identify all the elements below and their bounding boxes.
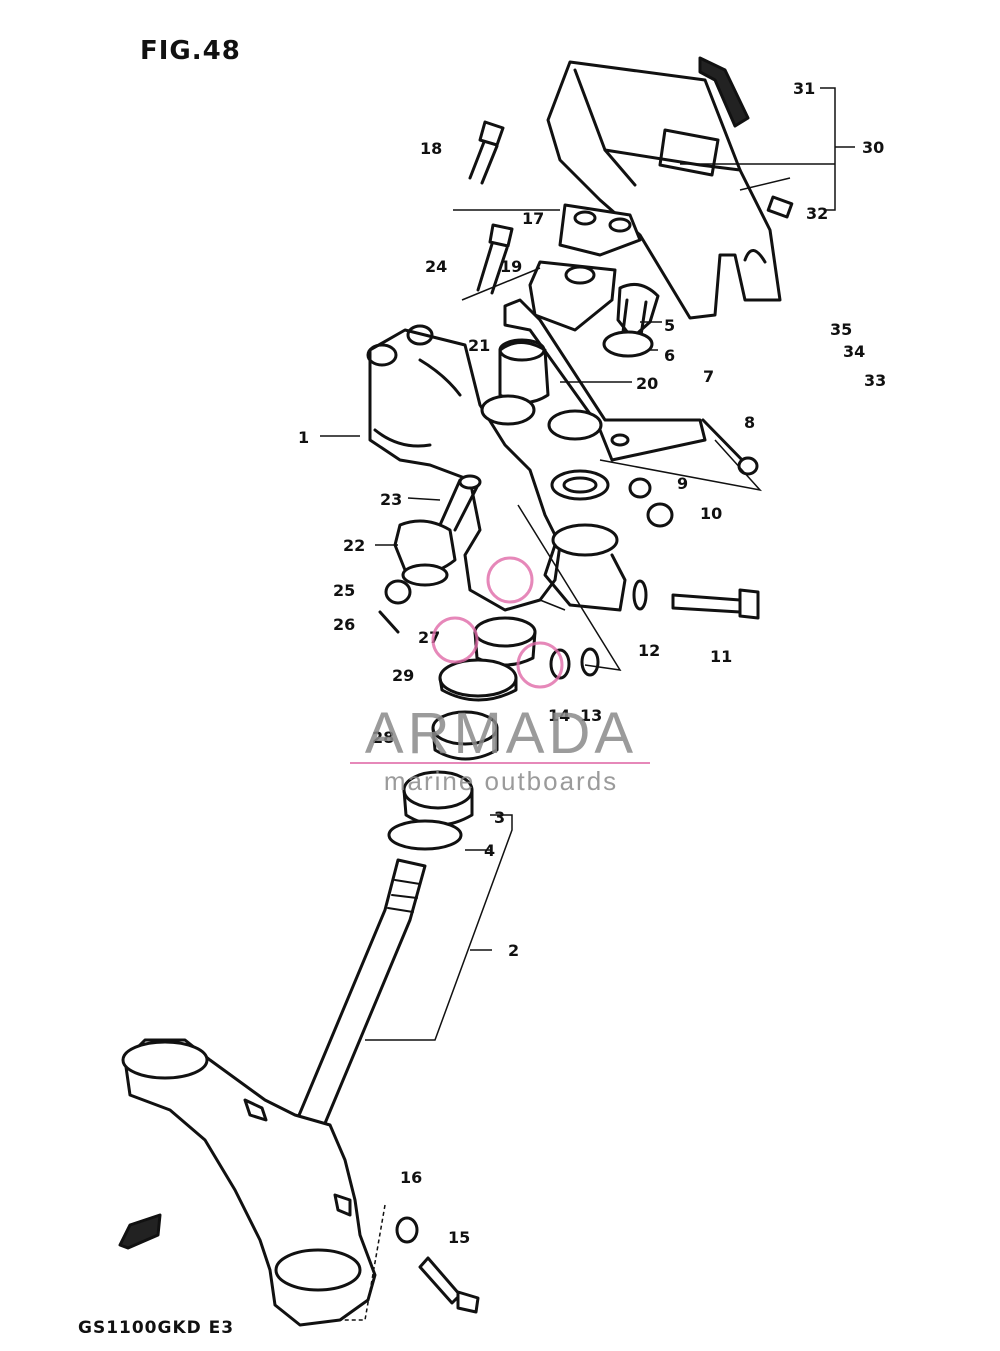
steering-stem bbox=[287, 858, 427, 1150]
washer-upper bbox=[547, 409, 603, 441]
bolt-5 bbox=[602, 282, 660, 358]
model-code: GS1100GKD E3 bbox=[78, 1318, 235, 1338]
callout-11: 11 bbox=[710, 647, 732, 666]
callout-34: 34 bbox=[843, 342, 865, 361]
callout-4: 4 bbox=[484, 841, 495, 860]
callout-15: 15 bbox=[448, 1228, 470, 1247]
bearing-28 bbox=[431, 710, 499, 761]
washer-29 bbox=[438, 658, 518, 702]
bolt-23 bbox=[438, 478, 480, 532]
callout-5: 5 bbox=[664, 316, 675, 335]
bracket bbox=[503, 298, 707, 462]
washer-14 bbox=[549, 648, 571, 680]
bolt-24 bbox=[476, 223, 514, 295]
dust-seal-4 bbox=[387, 819, 463, 851]
front-arrow-icon bbox=[118, 1213, 162, 1250]
upper-holder bbox=[558, 203, 642, 257]
handlebar-cover bbox=[546, 60, 782, 320]
callout-24: 24 bbox=[425, 257, 447, 276]
nut-8 bbox=[737, 456, 759, 476]
callout-33: 33 bbox=[864, 371, 886, 390]
callout-3: 3 bbox=[494, 808, 505, 827]
callout-20: 20 bbox=[636, 374, 658, 393]
bolt-18 bbox=[468, 120, 505, 185]
washer-16 bbox=[395, 1216, 419, 1244]
watermark-brand: ARMADA bbox=[364, 701, 638, 766]
callout-2: 2 bbox=[508, 941, 519, 960]
callout-23: 23 bbox=[380, 490, 402, 509]
clip bbox=[698, 56, 750, 128]
callout-30: 30 bbox=[862, 138, 884, 157]
callout-17: 17 bbox=[522, 209, 544, 228]
watermark-logo bbox=[431, 556, 564, 689]
callout-9: 9 bbox=[677, 474, 688, 493]
callout-21: 21 bbox=[468, 336, 490, 355]
damper-22 bbox=[393, 519, 457, 587]
callout-32: 32 bbox=[806, 204, 828, 223]
callout-27: 27 bbox=[418, 628, 440, 647]
callout-22: 22 bbox=[343, 536, 365, 555]
callout-8: 8 bbox=[744, 413, 755, 432]
washer-mid bbox=[550, 469, 610, 501]
lower-holder bbox=[528, 260, 617, 332]
clamp bbox=[543, 523, 648, 612]
callout-1: 1 bbox=[298, 428, 309, 447]
nut-25 bbox=[384, 579, 412, 605]
washer-13 bbox=[580, 647, 600, 677]
watermark-tagline: marine outboards bbox=[383, 766, 619, 796]
callout-18: 18 bbox=[420, 139, 442, 158]
steering-nut-27 bbox=[473, 616, 537, 667]
nut-10 bbox=[646, 502, 674, 528]
callout-10: 10 bbox=[700, 504, 722, 523]
callout-19: 19 bbox=[500, 257, 522, 276]
callout-28: 28 bbox=[372, 728, 394, 747]
watermark-divider bbox=[350, 762, 650, 764]
pin-26 bbox=[378, 610, 400, 634]
damper-21 bbox=[480, 338, 550, 426]
callout-6: 6 bbox=[664, 346, 675, 365]
callout-29: 29 bbox=[392, 666, 414, 685]
figure-title: FIG.48 bbox=[140, 36, 241, 66]
callout-35: 35 bbox=[830, 320, 852, 339]
callout-7: 7 bbox=[703, 367, 714, 386]
callout-12: 12 bbox=[638, 641, 660, 660]
bolt-7 bbox=[701, 418, 750, 468]
callout-31: 31 bbox=[793, 79, 815, 98]
callout-13: 13 bbox=[580, 706, 602, 725]
nut-9 bbox=[628, 477, 652, 499]
bolt-11 bbox=[671, 588, 760, 620]
cover-nut bbox=[766, 195, 794, 219]
lower-bracket bbox=[121, 1038, 377, 1327]
callout-14: 14 bbox=[548, 706, 570, 725]
callout-26: 26 bbox=[333, 615, 355, 634]
callout-25: 25 bbox=[333, 581, 355, 600]
bolt-15 bbox=[418, 1256, 480, 1314]
callout-16: 16 bbox=[400, 1168, 422, 1187]
